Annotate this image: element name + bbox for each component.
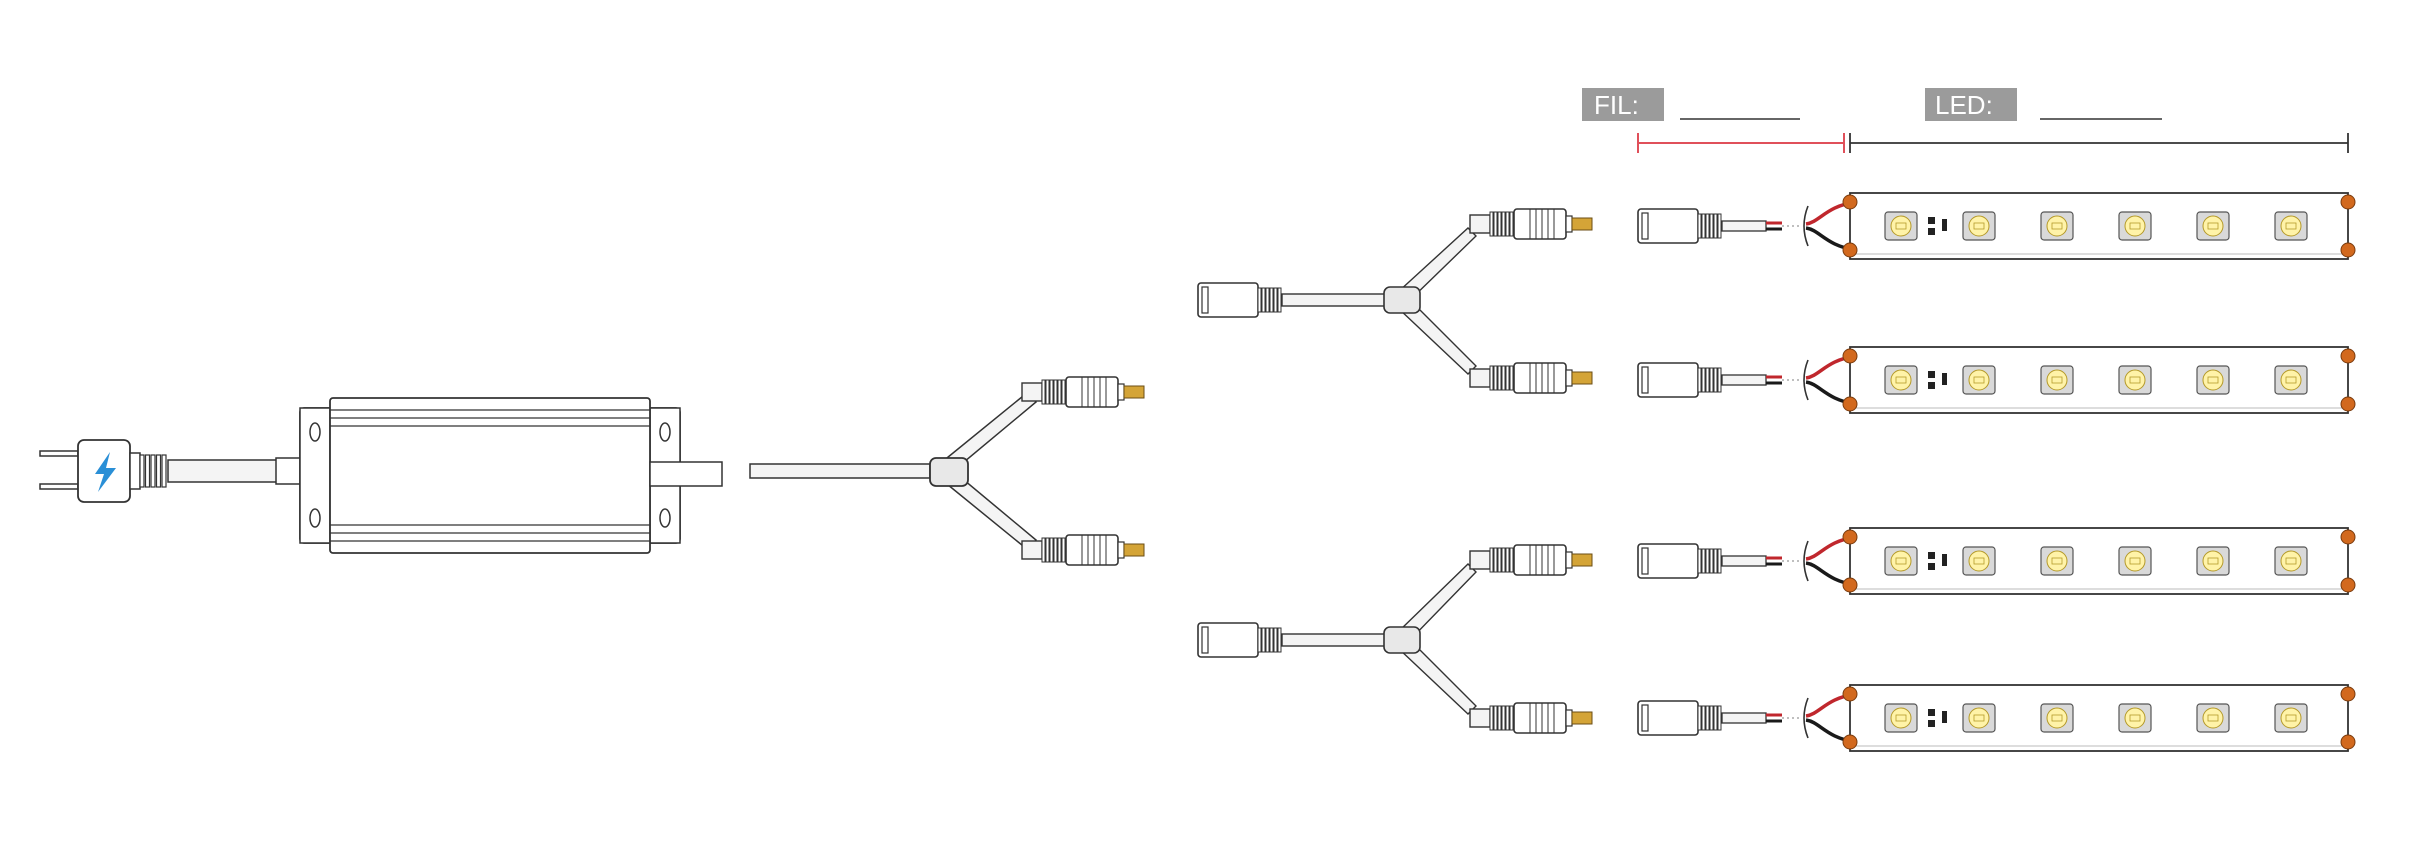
main-splitter-plug-top [1021,376,1145,408]
led-label-box [1925,88,2017,121]
resistor [1928,371,1935,378]
led-chip [2196,703,2230,733]
resistor [1928,552,1935,559]
sub-splitter-2-plug-top [1469,544,1593,576]
led-chip [2274,365,2308,395]
sub-splitter-input-socket-2 [1197,622,1282,658]
led-chip [2118,703,2152,733]
fil-label-box [1582,88,1664,121]
led-chip [2196,365,2230,395]
led-strip-4 [1849,684,2349,752]
strip-socket-2 [1637,362,1722,398]
led-strip-3 [1849,527,2349,595]
main-y-splitter [749,376,1145,566]
resistor [1942,373,1947,385]
led-chip [2196,546,2230,576]
led-dimension: LED: [1849,88,2349,153]
led-chip [2040,546,2074,576]
power-plug-icon [39,439,279,503]
led-chip [2274,703,2308,733]
led-chip [1962,211,1996,241]
main-splitter-plug-bottom [1021,534,1145,566]
led-chip [2040,703,2074,733]
led-chip [1884,703,1918,733]
led-strip-assembly-2 [1637,346,2356,414]
led-label: LED: [1935,90,1993,120]
sub-splitter-input-socket-1 [1197,282,1282,318]
led-chip [1884,546,1918,576]
led-strip-assembly-3 [1637,527,2356,595]
resistor [1928,563,1935,570]
led-chip [2118,211,2152,241]
resistor [1942,711,1947,723]
led-strip-2 [1849,346,2349,414]
resistor [1928,228,1935,235]
led-chip [2040,365,2074,395]
led-chip [2196,211,2230,241]
sub-splitter-1 [1197,208,1593,394]
strip-socket-3 [1637,543,1722,579]
sub-splitter-1-plug-top [1469,208,1593,240]
lightning-bolt-icon [95,452,116,492]
led-chip [1962,546,1996,576]
sub-splitter-2-plug-bottom [1469,702,1593,734]
resistor [1928,720,1935,727]
led-strips [1637,192,2356,752]
led-chip [2118,546,2152,576]
led-chip [1884,211,1918,241]
led-chip [2040,211,2074,241]
led-chip [2274,211,2308,241]
resistor [1942,219,1947,231]
fil-dimension: FIL: [1582,88,1845,153]
fil-label: FIL: [1594,90,1639,120]
resistor [1928,709,1935,716]
resistor [1942,554,1947,566]
led-strip-1 [1849,192,2349,260]
resistor [1928,382,1935,389]
sub-splitter-1-plug-bottom [1469,362,1593,394]
strip-socket-4 [1637,700,1722,736]
sub-splitters [1197,208,1593,734]
led-chip [1962,703,1996,733]
strip-socket-1 [1637,208,1722,244]
led-chip [1884,365,1918,395]
power-supply-driver [275,397,723,554]
led-strip-assembly-4 [1637,684,2356,752]
led-chip [2118,365,2152,395]
led-chip [2274,546,2308,576]
resistor [1928,217,1935,224]
sub-splitter-2 [1197,544,1593,734]
led-strip-assembly-1 [1637,192,2356,260]
led-chip [1962,365,1996,395]
